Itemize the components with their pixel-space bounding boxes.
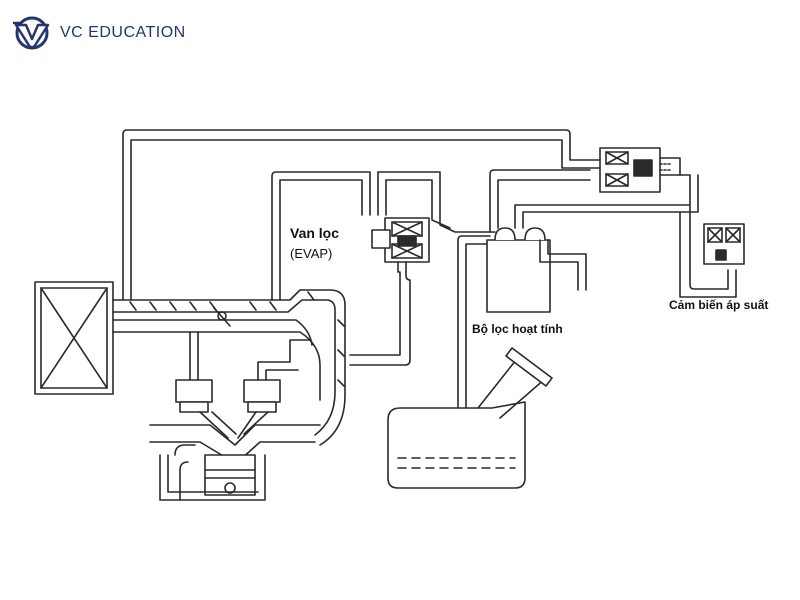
charcoal-canister xyxy=(486,227,587,313)
vent-valve xyxy=(599,147,681,193)
intake-duct xyxy=(112,289,346,446)
brand-name: VC EDUCATION xyxy=(60,24,186,41)
purge-valve-label: Van lọc xyxy=(290,225,340,241)
vapor-lines xyxy=(122,129,699,301)
engine-block xyxy=(149,331,321,501)
fuel-tank xyxy=(387,235,553,489)
pressure-sensor-label: Cảm biến áp suất xyxy=(669,298,769,312)
charcoal-canister-label: Bộ lọc hoạt tính xyxy=(472,322,563,336)
logo-icon xyxy=(13,16,50,50)
pressure-sensor xyxy=(679,204,745,298)
purge-line xyxy=(349,261,411,366)
brand-header: VC EDUCATION xyxy=(10,12,186,54)
purge-valve xyxy=(371,217,430,263)
air-filter-box xyxy=(34,281,114,395)
purge-valve-sublabel: (EVAP) xyxy=(290,246,333,261)
